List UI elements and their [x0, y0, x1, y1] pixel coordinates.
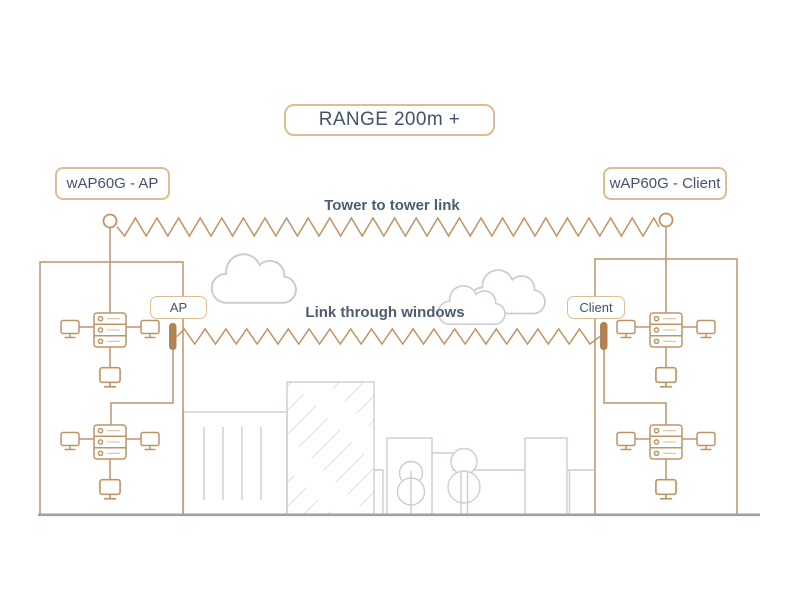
- ap-device-icon: [169, 323, 177, 350]
- skyline-buildings: [182, 381, 594, 516]
- lan-cluster-lower-left: [61, 425, 159, 499]
- window-link-label: Link through windows: [305, 304, 465, 321]
- tower-link-zigzag: [116, 216, 660, 238]
- tree-icon-right: [447, 447, 481, 514]
- tree-icons: [396, 447, 481, 514]
- ap-window-feed-line: [110, 350, 174, 425]
- lan-cluster-lower-right: [617, 425, 715, 499]
- lan-cluster-upper-right: [617, 313, 715, 387]
- antenna-node-right: [658, 212, 674, 228]
- left-building-outline: [39, 261, 184, 515]
- window-link-zigzag: [176, 327, 601, 346]
- skyline-layer: [38, 253, 760, 517]
- wireless-network-layer: [39, 212, 738, 515]
- range-badge: RANGE 200m +: [284, 104, 495, 136]
- tree-icon-left: [396, 460, 426, 514]
- client-window-feed-line: [603, 350, 667, 425]
- wap60g-client-label: wAP60G - Client: [603, 167, 727, 200]
- client-tag: Client: [567, 296, 625, 319]
- ap-tag: AP: [150, 296, 207, 319]
- tower-link-label: Tower to tower link: [324, 197, 460, 214]
- lan-cluster-upper-left: [61, 313, 159, 387]
- cloud-icon-left: [210, 253, 297, 304]
- antenna-node-left: [102, 213, 118, 229]
- client-device-icon: [600, 322, 608, 350]
- wap60g-ap-label: wAP60G - AP: [55, 167, 170, 200]
